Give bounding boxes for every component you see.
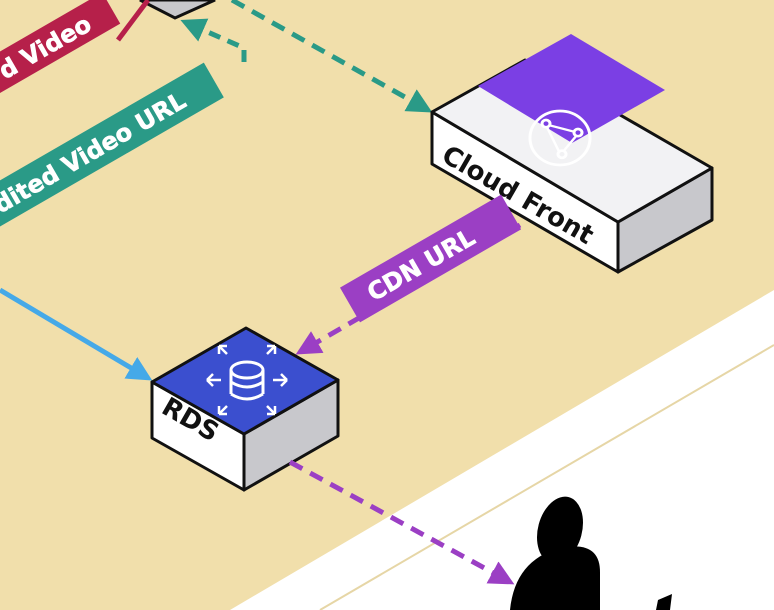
upload-video-line — [116, 0, 150, 42]
cloudfront-fetch-arrow — [230, 0, 433, 113]
edited-url-return-arrow — [180, 18, 247, 62]
cdn-url-label: CDN URL — [340, 194, 522, 323]
write-metadata-arrow — [0, 287, 153, 381]
edited-video-url-label: dited Video URL — [0, 62, 224, 233]
user-zone-floor — [230, 290, 774, 610]
rds-node[interactable]: RDS — [150, 326, 340, 492]
upload-video-label: d Video — [0, 0, 121, 94]
cloudfront-network-icon — [528, 109, 592, 167]
upstream-box-corner — [139, 0, 216, 20]
user-icon — [510, 496, 672, 610]
rds-to-user-arrow — [288, 459, 515, 585]
rds-database-icon — [206, 344, 288, 416]
svg-text:dited Video URL: dited Video URL — [0, 86, 191, 219]
